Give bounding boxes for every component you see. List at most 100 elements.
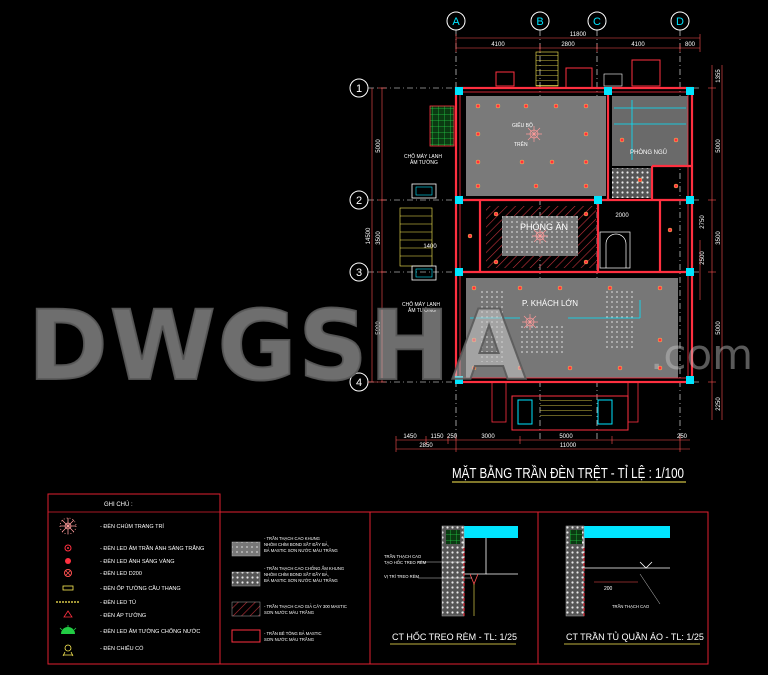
dim-right-seg-1: 1355 (716, 69, 722, 83)
chandelier-icon (522, 126, 548, 330)
material-1-line-2: NHÔM CHÌM BOND SẮT ĐẦY BẢ, (264, 542, 329, 547)
legend-item-4: - ĐÈN LED D200 (100, 570, 142, 577)
waterproof-led-icon (59, 625, 77, 634)
room-label-bedroom: PHÒNG NGỦ (630, 149, 667, 156)
axis-bubble-b (530, 11, 550, 31)
detail2-label-1: TRẦN THẠCH CAO (612, 604, 650, 609)
axis-label-2: 2 (356, 195, 362, 207)
ac-label-bottom-a: CHỖ MÁY LẠNH (402, 301, 440, 308)
dim-top-seg-1: 4100 (491, 42, 505, 48)
legend-box: GHI CHÚ : - ĐÈN CHÙM TRANG TRÍ - ĐÈN LED… (47, 493, 709, 665)
led-yellow-icon (65, 558, 71, 564)
dim-right-seg-3: 3500 (716, 231, 722, 245)
axis-label-c: C (593, 16, 601, 28)
room-label-dining: PHÒNG ĂN (520, 222, 568, 232)
legend-item-7: - ĐÈN ÁP TƯỜNG (100, 612, 146, 619)
axis-bubble-a (446, 11, 466, 31)
material-swatch-1 (231, 541, 261, 557)
dim-top-seg-2: 2800 (561, 42, 575, 48)
ceiling-top-left (466, 96, 606, 196)
dim-mid-right-2: 2500 (700, 251, 706, 265)
axis-label-a: A (452, 16, 460, 28)
ac-unit-bottom (411, 265, 437, 281)
dim-bottom-seg-4: 3000 (481, 434, 495, 440)
dim-bottom-seg-5: 5000 (559, 434, 573, 440)
legend-item-8: - ĐÈN LED ÂM TƯỜNG CHỐNG NƯỚC (100, 628, 200, 635)
axis-label-1: 1 (356, 83, 362, 95)
ceiling-living-left (478, 290, 504, 362)
room-label-top-left-a: GIẾU BỘ (512, 122, 533, 129)
room-label-living: P. KHÁCH LỚN (522, 299, 578, 308)
ac-label-top-a: CHỖ MÁY LẠNH (404, 153, 442, 160)
dimension-texts: 11800 4100 2800 4100 800 5000 3500 5000 … (366, 32, 722, 449)
material-1-line-1: - TRẦN THẠCH CAO KHUNG (264, 536, 320, 541)
dimension-lines (368, 34, 723, 452)
axis-label-b: B (536, 16, 543, 28)
ceiling-living-right (604, 290, 634, 350)
dim-mid-right-1: 2750 (700, 215, 706, 229)
dim-right-seg-2: 5000 (716, 139, 722, 153)
material-2-line-2: NHÔM CHÌM BOND SẮT ĐẦY BẢ, (264, 572, 329, 577)
floor-plan: CHỖ MÁY LẠNH ÂM TƯỜNG CHỖ MÁY LẠNH ÂM TƯ… (399, 51, 694, 431)
interior-stair (599, 231, 631, 269)
detail-curtain-box: TRẦN THẠCH CAO TẠO HỐC TREO RÈM VỊ TRÍ T… (384, 525, 518, 645)
axis-label-4: 4 (356, 377, 362, 389)
room-label-top-left-b: TRÊN (514, 140, 528, 148)
dim-left-seg-1: 5000 (376, 139, 382, 153)
dim-top-seg-4: 800 (685, 42, 696, 48)
material-1-line-3: BẢ MASTIC SƠN NƯỚC MÀU TRẮNG (264, 548, 338, 553)
dim-bottom2-2: 11000 (560, 443, 577, 449)
axis-bubble-1 (349, 78, 369, 98)
detail1-label-2: TẠO HỐC TREO RÈM (384, 560, 427, 565)
dim-bottom-seg-3: 250 (447, 434, 458, 440)
wall-light-icon (63, 610, 73, 618)
detail2-title: CT TRẦN TỦ QUẦN ÁO - TL: 1/25 (566, 631, 704, 642)
spotlight-icon (62, 644, 74, 657)
material-swatch-3 (231, 601, 261, 617)
detail1-label-1: TRẦN THẠCH CAO (384, 554, 422, 559)
ac-label-bottom-b: ÂM TƯỜNG (408, 307, 436, 314)
dim-top-total: 11800 (570, 32, 587, 38)
top-stair (535, 51, 559, 87)
axis-bubble-c (587, 11, 607, 31)
dim-bottom2-1: 2850 (419, 443, 433, 449)
axis-label-3: 3 (356, 267, 362, 279)
dim-right-seg-5: 2250 (716, 397, 722, 411)
material-swatch-4 (231, 629, 261, 643)
left-balcony-mid (399, 207, 433, 267)
detail1-label-3: VỊ TRÍ TREO RÈM (384, 574, 419, 579)
dim-right-seg-4: 5000 (716, 321, 722, 335)
stair-wall-light-icon (62, 585, 74, 591)
material-swatch-2 (231, 571, 261, 587)
ceiling-living-mid (520, 326, 564, 356)
dim-bottom-seg-1: 1450 (403, 434, 417, 440)
detail2-dim: 200 (604, 586, 613, 592)
dim-left-seg-3: 5000 (376, 321, 382, 335)
dim-top-seg-3: 4100 (631, 42, 645, 48)
material-3-line-2: SƠN NƯỚC MÀU TRẮNG (264, 610, 314, 615)
ac-unit-top (411, 183, 437, 199)
legend-item-6: - ĐÈN LED TỦ (100, 599, 136, 606)
axis-label-d: D (676, 16, 684, 28)
material-2-line-3: BẢ MASTIC SƠN NƯỚC MÀU TRẮNG (264, 578, 338, 583)
legend-item-9: - ĐÈN CHIẾU CỔ (100, 645, 144, 652)
legend-header: GHI CHÚ : (104, 501, 133, 508)
material-3-line-1: - TRẦN THẠCH CAO GIẢ CÂY 300 MASTIC (264, 604, 347, 609)
material-4-line-1: - TRẦN BÊ TÔNG BẢ MASTIC (264, 631, 322, 636)
material-4-line-2: SƠN NƯỚC MÀU TRẮNG (264, 637, 314, 642)
axis-bubble-d (670, 11, 690, 31)
watermark: DWGSHA (27, 289, 529, 403)
dim-bottom-seg-2: 1150 (431, 434, 445, 440)
led-d200-icon (64, 569, 72, 577)
drawing-title: MẶT BẰNG TRẦN ĐÈN TRỆT - TỈ LỆ : 1/100 (452, 464, 684, 482)
material-2-line-1: - TRẦN THẠCH CAO CHỐNG ẨM KHUNG (264, 566, 344, 571)
dim-bottom-seg-6: 250 (677, 434, 688, 440)
dim-left-seg-2: 3500 (376, 231, 382, 245)
legend-item-1: - ĐÈN CHÙM TRANG TRÍ (100, 523, 164, 530)
dim-misc-2: 1400 (423, 244, 437, 250)
detail1-title: CT HỐC TREO RÈM - TL: 1/25 (392, 631, 517, 642)
left-balcony-top (429, 105, 455, 147)
ac-label-top-b: ÂM TƯỜNG (410, 159, 438, 166)
legend-item-2: - ĐÈN LED ÂM TRẦN ÁNH SÁNG TRẮNG (100, 544, 204, 552)
